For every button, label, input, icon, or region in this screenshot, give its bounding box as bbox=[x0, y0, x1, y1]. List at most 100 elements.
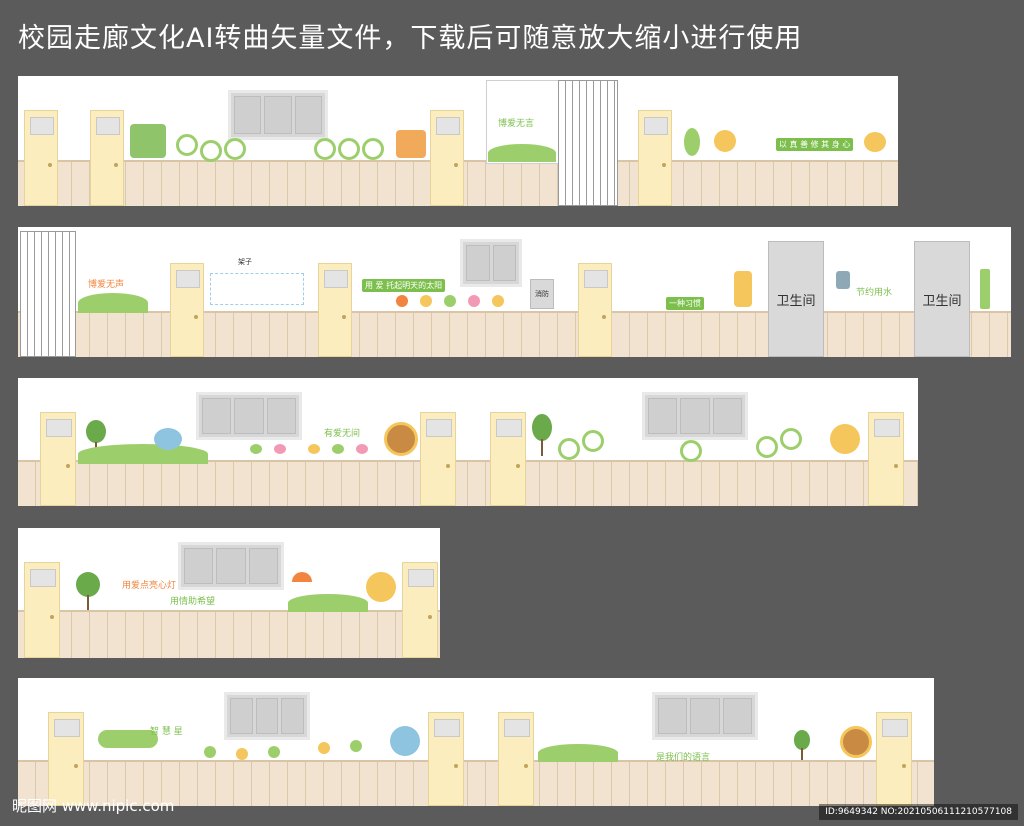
lemon-icon bbox=[864, 132, 886, 152]
slogan-text: 用情助希望 bbox=[170, 597, 216, 607]
giraffe-icon bbox=[734, 271, 752, 307]
motto-badge: 以 真 善 修 其 身 心 bbox=[776, 138, 854, 151]
door bbox=[638, 110, 672, 206]
bulletin-board bbox=[642, 392, 748, 440]
iron-gate bbox=[20, 231, 76, 357]
flower-icon bbox=[468, 295, 480, 307]
house-icon bbox=[396, 130, 426, 158]
hill bbox=[78, 444, 208, 464]
circle-frame-icon bbox=[680, 440, 702, 462]
star-icon bbox=[236, 748, 248, 760]
elephant-icon bbox=[154, 428, 182, 450]
door bbox=[498, 712, 534, 806]
circle-frame-icon bbox=[780, 428, 802, 450]
slogan-text: 用爱点亮心灯 bbox=[122, 581, 177, 591]
door bbox=[402, 562, 438, 658]
corridor-panel-1: 博爱无言 以 真 善 修 其 身 心 bbox=[18, 76, 898, 206]
door bbox=[420, 412, 456, 506]
page-title: 校园走廊文化AI转曲矢量文件，下载后可随意放大缩小进行使用 bbox=[18, 23, 803, 54]
slogan-badge: 用 爱 托起明天的太阳 bbox=[362, 279, 446, 292]
door bbox=[24, 110, 58, 206]
bear-icon bbox=[384, 422, 418, 456]
fire-box: 消防 bbox=[530, 279, 554, 309]
circle-frame-icon bbox=[224, 138, 246, 160]
restroom-door: 卫生间 bbox=[914, 241, 970, 357]
door bbox=[428, 712, 464, 806]
wainscot bbox=[18, 460, 918, 506]
circle-frame-icon bbox=[176, 134, 198, 156]
star-title: 智 慧 星 bbox=[150, 727, 183, 737]
image-id-watermark: ID:9649342 NO:20210506111210577108 bbox=[819, 804, 1018, 820]
door bbox=[430, 110, 464, 206]
bulletin-board bbox=[228, 90, 328, 140]
reading-badge: 一种习惯 bbox=[666, 297, 704, 310]
heart-icon bbox=[274, 444, 286, 454]
door bbox=[318, 263, 352, 357]
heart-icon bbox=[308, 444, 320, 454]
water-slogan: 节约用水 bbox=[856, 288, 893, 298]
corridor-panel-4: 用爱点亮心灯 用情助希望 bbox=[18, 528, 440, 658]
bear-icon bbox=[840, 726, 872, 758]
corridor-panel-5: 智 慧 星 是我们的语言 bbox=[18, 678, 934, 806]
tree-icon bbox=[532, 414, 552, 456]
flower-icon bbox=[492, 295, 504, 307]
lion-icon bbox=[366, 572, 396, 602]
wainscot bbox=[18, 311, 1011, 357]
watermark-logo: 昵图网 www.nipic.com bbox=[12, 797, 175, 815]
door bbox=[490, 412, 526, 506]
iron-gate bbox=[558, 80, 618, 206]
heart-icon bbox=[250, 444, 262, 454]
circle-frame-icon bbox=[362, 138, 384, 160]
door bbox=[578, 263, 612, 357]
hill bbox=[488, 144, 556, 162]
grid-frames bbox=[210, 273, 304, 305]
elephant-icon bbox=[390, 726, 420, 756]
vertical-badge bbox=[980, 269, 990, 309]
flower-icon bbox=[420, 295, 432, 307]
slogan-text: 有爱无间 bbox=[324, 429, 361, 439]
wainscot bbox=[18, 610, 440, 658]
frame-label: 架子 bbox=[238, 258, 252, 266]
circle-frame-icon bbox=[558, 438, 580, 460]
house-icon bbox=[130, 124, 166, 158]
flower-icon bbox=[684, 128, 700, 156]
circle-frame-icon bbox=[756, 436, 778, 458]
circle-frame-icon bbox=[314, 138, 336, 160]
flower-icon bbox=[444, 295, 456, 307]
circle-frame-icon bbox=[200, 140, 222, 162]
hill bbox=[538, 744, 618, 762]
star-icon bbox=[350, 740, 362, 752]
banner-text: 博爱无言 bbox=[498, 119, 535, 129]
sunflower-icon bbox=[830, 424, 860, 454]
hill bbox=[78, 293, 148, 313]
bulletin-board bbox=[652, 692, 758, 740]
circle-frame-icon bbox=[582, 430, 604, 452]
star-icon bbox=[268, 746, 280, 758]
star-icon bbox=[204, 746, 216, 758]
rainbow-icon bbox=[292, 572, 312, 582]
door bbox=[24, 562, 60, 658]
banner-text: 博爱无声 bbox=[88, 280, 125, 290]
corridor-panel-3: 有爱无间 bbox=[18, 378, 918, 506]
door bbox=[868, 412, 904, 506]
door bbox=[170, 263, 204, 357]
shooting-star-icon bbox=[98, 730, 158, 748]
corridor-panel-2: 博爱无声 架子 用 爱 托起明天的太阳 消防 一种习惯 卫生间 节约用水 卫生间 bbox=[18, 227, 1011, 357]
flower-icon bbox=[396, 295, 408, 307]
tree-icon bbox=[76, 572, 100, 610]
bulletin-board bbox=[196, 392, 302, 440]
door bbox=[90, 110, 124, 206]
restroom-door: 卫生间 bbox=[768, 241, 824, 357]
door bbox=[40, 412, 76, 506]
heart-icon bbox=[332, 444, 344, 454]
door bbox=[876, 712, 912, 806]
bulletin-board bbox=[224, 692, 310, 740]
heart-icon bbox=[356, 444, 368, 454]
door bbox=[48, 712, 84, 806]
wainscot bbox=[18, 760, 934, 806]
faucet-icon bbox=[836, 271, 850, 289]
tree-icon bbox=[794, 730, 810, 760]
flower-icon bbox=[714, 130, 736, 152]
star-icon bbox=[318, 742, 330, 754]
language-slogan: 是我们的语言 bbox=[656, 753, 711, 763]
